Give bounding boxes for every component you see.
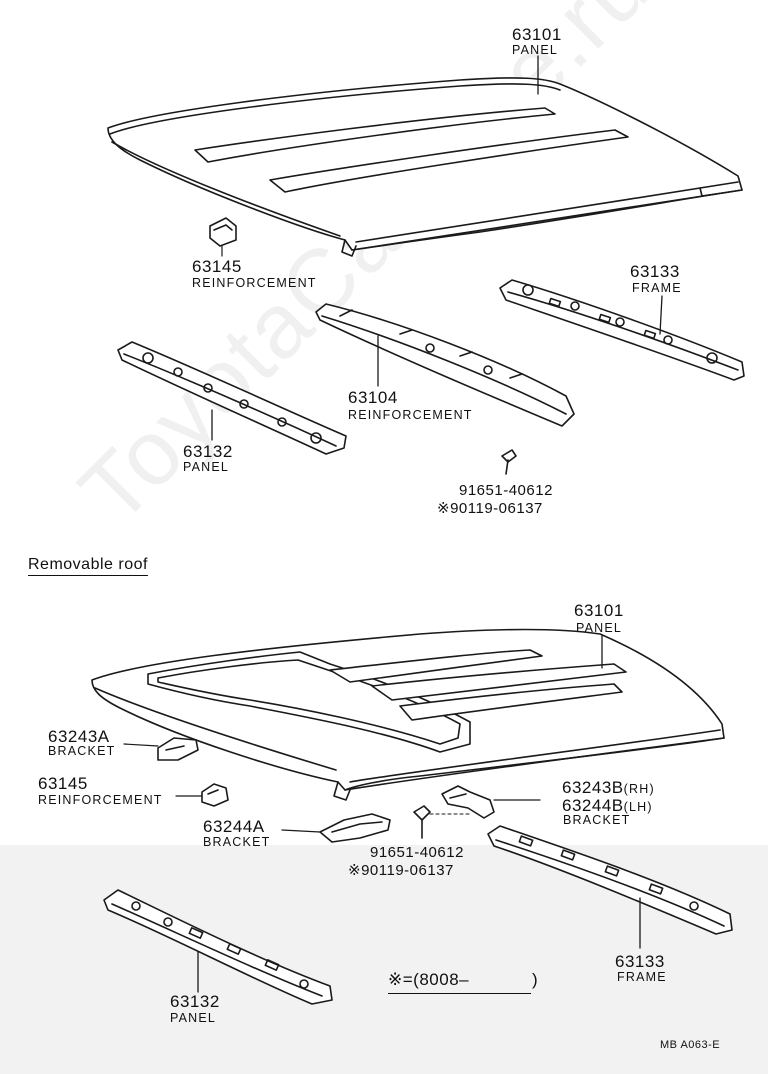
document-code: MB A063-E <box>660 1039 721 1051</box>
part-name-bracket-63243a: BRACKET <box>48 744 116 758</box>
part-number-63243b: 63243B(RH) <box>562 779 655 796</box>
part-name-frame-bottom: FRAME <box>617 970 667 984</box>
note-production-date: ※=(8008– <box>388 970 470 989</box>
part-name-reinforcement-bar: REINFORCEMENT <box>348 408 473 422</box>
part-number-63132-top: 63132 <box>183 442 233 461</box>
part-number-63101-top: 63101 <box>512 25 562 44</box>
part-name-reinforcement-top: REINFORCEMENT <box>192 276 317 290</box>
panel-front-bottom <box>103 889 333 1005</box>
part-number-63145-top: 63145 <box>192 257 242 276</box>
part-number-63244b-text: 63244B <box>562 796 624 815</box>
part-name-bracket-63244a: BRACKET <box>203 835 271 849</box>
roof-panel-top <box>107 55 743 257</box>
suffix-rh: (RH) <box>623 782 655 796</box>
bracket-63244a <box>281 813 391 843</box>
part-name-bracket-63243b: BRACKET <box>563 813 631 827</box>
part-number-90119-top: ※90119-06137 <box>437 500 543 517</box>
bolt-bottom <box>413 805 471 839</box>
part-number-63243b-text: 63243B <box>562 778 624 797</box>
frame-top <box>499 279 745 381</box>
part-number-63243a: 63243A <box>48 727 110 746</box>
part-number-90119-bottom: ※90119-06137 <box>348 862 454 879</box>
suffix-lh: (LH) <box>623 800 653 814</box>
reinforcement-bar <box>315 303 575 427</box>
reinforcement-clip-bottom <box>175 783 229 807</box>
part-name-panel-front-top: PANEL <box>183 460 230 474</box>
note-underline <box>388 993 531 994</box>
part-number-91651-top: 91651-40612 <box>459 482 553 499</box>
part-name-reinforcement-bottom: REINFORCEMENT <box>38 793 163 807</box>
part-number-63104: 63104 <box>348 388 398 407</box>
section-title-removable-roof: Removable roof <box>28 557 148 576</box>
reinforcement-clip-top <box>209 217 237 257</box>
part-name-frame-top: FRAME <box>632 281 682 295</box>
part-number-63145-bottom: 63145 <box>38 774 88 793</box>
bracket-63243b <box>441 785 541 819</box>
part-name-panel-front-bottom: PANEL <box>170 1011 217 1025</box>
part-number-63101-bottom: 63101 <box>574 601 624 620</box>
bolt-top <box>501 449 517 475</box>
part-name-panel-bottom: PANEL <box>576 621 623 635</box>
note-close-paren: ) <box>532 970 539 989</box>
part-number-63244b: 63244B(LH) <box>562 797 653 814</box>
part-number-63133-top: 63133 <box>630 262 680 281</box>
panel-front-top <box>117 341 347 455</box>
bracket-63243a <box>123 737 199 761</box>
frame-bottom <box>487 825 733 949</box>
part-name-panel-top: PANEL <box>512 43 559 57</box>
roof-panel-removable <box>91 628 725 801</box>
part-number-91651-bottom: 91651-40612 <box>370 844 464 861</box>
part-number-63133-bottom: 63133 <box>615 952 665 971</box>
part-number-63132-bottom: 63132 <box>170 992 220 1011</box>
part-number-63244a: 63244A <box>203 817 265 836</box>
